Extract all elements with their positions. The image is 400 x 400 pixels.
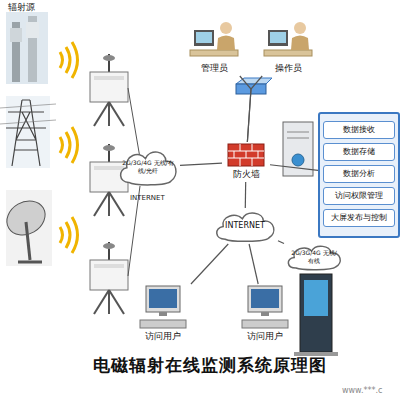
dish-stand xyxy=(26,222,30,260)
antenna-tower xyxy=(6,12,48,84)
monitor-screen xyxy=(149,289,177,308)
network-link xyxy=(270,165,318,171)
node-label: 防火墙 xyxy=(222,169,270,180)
person-icon xyxy=(262,16,314,63)
person-body xyxy=(217,36,235,51)
antenna-panel xyxy=(26,22,39,38)
monitor xyxy=(248,286,282,312)
cloud-node: 2G/3G/4G 无线/有线 xyxy=(284,242,344,272)
text-label: 辐射源 xyxy=(8,1,35,14)
function-item: 数据存储 xyxy=(323,143,395,161)
network-link xyxy=(247,76,262,142)
pc-node: 访问用户 xyxy=(236,284,294,344)
network-link xyxy=(245,182,247,208)
power-line xyxy=(0,104,56,124)
node-label: INTERNET xyxy=(219,221,271,231)
firewall-node: 防火墙 xyxy=(222,142,270,182)
dish-base xyxy=(18,261,42,264)
pc-icon xyxy=(134,284,192,331)
monitor xyxy=(194,30,214,46)
node-label: 访问用户 xyxy=(236,331,294,342)
radiation-waves xyxy=(60,42,78,78)
monitoring-station xyxy=(90,242,128,314)
keyboard xyxy=(242,320,288,328)
pc-node: 访问用户 xyxy=(134,284,192,344)
network-link xyxy=(249,244,258,284)
radiation-waves xyxy=(60,127,78,163)
text-label: www.***.c xyxy=(342,386,382,395)
monitoring-station xyxy=(90,54,128,126)
person-node: 管理员 xyxy=(188,16,240,76)
function-item: 数据分析 xyxy=(323,165,395,183)
network-link xyxy=(180,163,222,165)
pc-icon xyxy=(236,284,294,331)
monitor xyxy=(146,286,180,312)
network-link xyxy=(278,241,284,244)
satellite-dish xyxy=(1,190,52,266)
function-item: 数据接收 xyxy=(323,121,395,139)
kiosk-body xyxy=(300,274,332,352)
transmission-tower xyxy=(0,96,56,168)
cloud-node: 2G/3G/4G 无线/有线/光纤 xyxy=(116,146,180,188)
server-slot xyxy=(287,132,309,133)
monitor-stand xyxy=(261,312,269,316)
cloud-shape xyxy=(217,213,274,241)
person-icon xyxy=(188,16,240,63)
radiation-waves xyxy=(60,217,78,253)
text-label: INTERNET xyxy=(130,194,165,202)
desk xyxy=(264,50,312,56)
network-link xyxy=(191,244,228,284)
switch-top xyxy=(236,78,272,84)
desk xyxy=(190,50,238,56)
antenna-panel xyxy=(10,28,22,42)
panel-node: 数据接收数据存储数据分析访问权限管理大屏发布与控制 xyxy=(318,112,400,238)
monitor-screen xyxy=(196,32,212,43)
person-head xyxy=(294,22,306,34)
person-body xyxy=(291,36,309,51)
monitor-screen xyxy=(251,289,279,308)
node-label: 访问用户 xyxy=(134,331,192,342)
sky-photo xyxy=(6,12,48,84)
station-wire xyxy=(128,88,140,158)
diagram-title: 电磁辐射在线监测系统原理图 xyxy=(40,354,380,377)
firewall-icon xyxy=(222,142,270,169)
globe-icon xyxy=(292,154,304,166)
brick-wall xyxy=(228,144,264,166)
function-item: 访问权限管理 xyxy=(323,187,395,205)
keyboard xyxy=(140,320,186,328)
node-label: 操作员 xyxy=(262,63,314,74)
node-label: 2G/3G/4G 无线/有线/光纤 xyxy=(116,159,180,175)
server-slot xyxy=(287,138,309,139)
node-label: 管理员 xyxy=(188,63,240,74)
person-node: 操作员 xyxy=(262,16,314,76)
display-kiosk xyxy=(294,274,338,356)
cloud-node: INTERNET xyxy=(212,208,278,244)
node-label: 2G/3G/4G 无线/有线 xyxy=(284,249,344,265)
monitor-screen xyxy=(270,32,286,43)
brick-lines xyxy=(228,144,264,166)
person-head xyxy=(220,22,232,34)
kiosk-screen xyxy=(304,280,328,316)
function-item: 大屏发布与控制 xyxy=(323,209,395,227)
monitor xyxy=(268,30,288,46)
tower-lattice xyxy=(6,100,46,166)
monitor-stand xyxy=(159,312,167,316)
